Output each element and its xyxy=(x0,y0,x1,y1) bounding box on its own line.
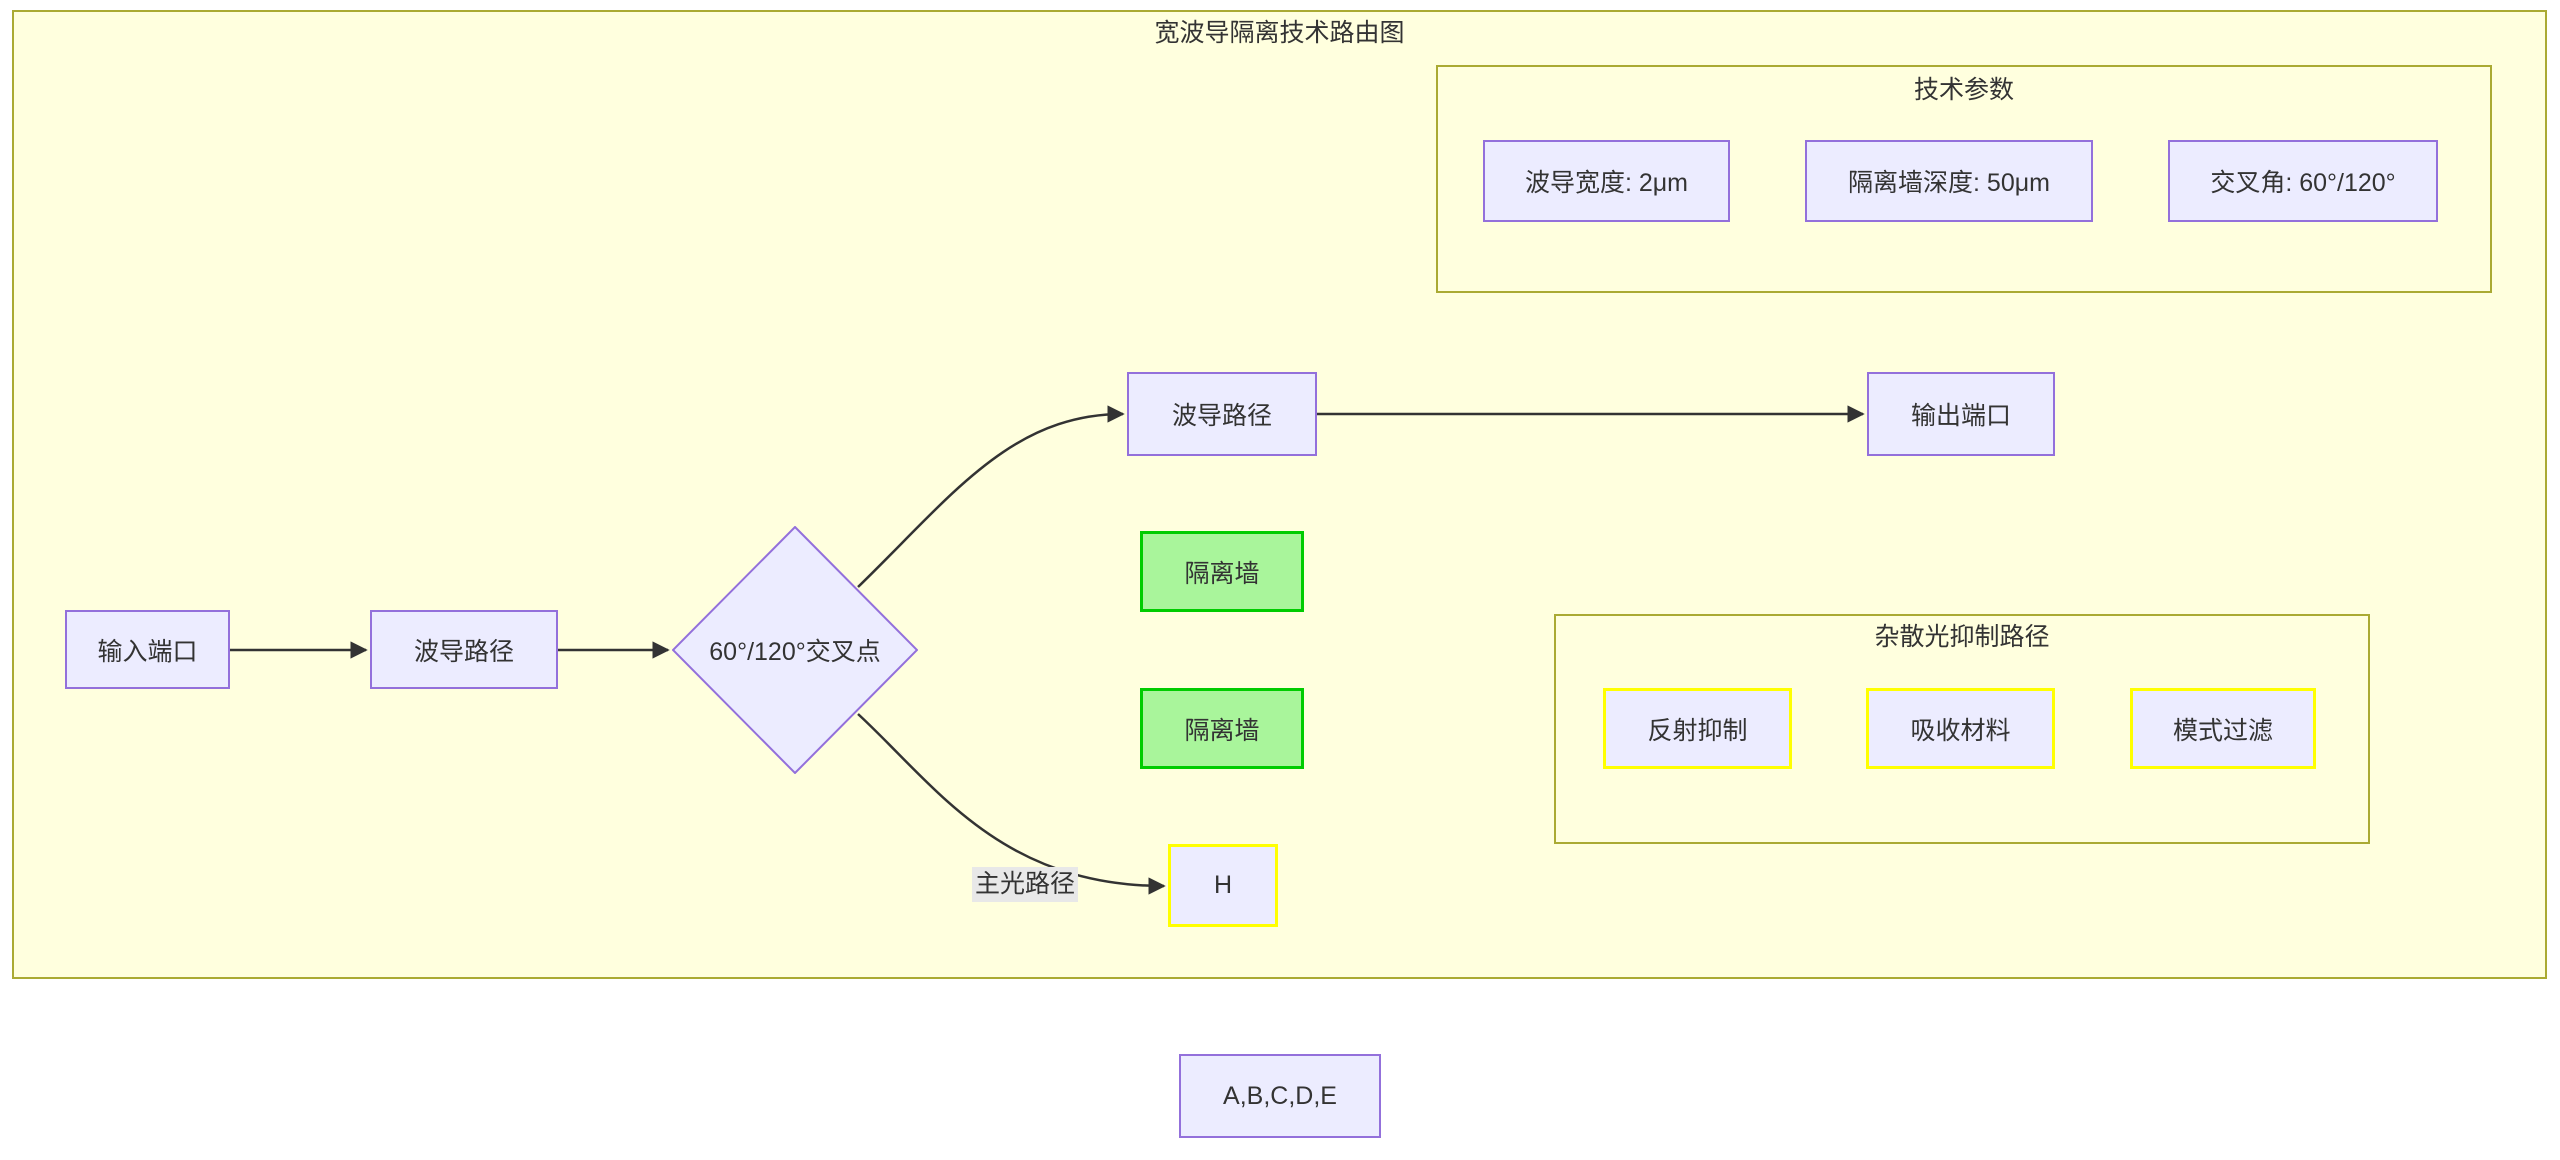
node-isolation-wall-2: 隔离墙 xyxy=(1140,688,1304,769)
node-abcde: A,B,C,D,E xyxy=(1179,1054,1381,1138)
subgraph-stray-light-title: 杂散光抑制路径 xyxy=(1874,623,2050,651)
node-waveguide-path-2: 波导路径 xyxy=(1127,372,1317,456)
edge-label-main-light-path: 主光路径 xyxy=(972,867,1079,902)
node-isolation-wall-1: 隔离墙 xyxy=(1140,531,1304,612)
node-reflection-suppression: 反射抑制 xyxy=(1603,688,1792,769)
diamond-shape xyxy=(672,526,918,774)
node-waveguide-width: 波导宽度: 2μm xyxy=(1483,140,1730,222)
node-h: H xyxy=(1168,844,1278,927)
node-input-port: 输入端口 xyxy=(65,610,230,689)
node-isolation-wall-depth: 隔离墙深度: 50μm xyxy=(1805,140,2093,222)
node-crossing-point-label: 60°/120°交叉点 xyxy=(709,638,881,666)
node-waveguide-path-1: 波导路径 xyxy=(370,610,558,689)
subgraph-tech-params-title: 技术参数 xyxy=(1913,76,2014,104)
diagram-title: 宽波导隔离技术路由图 xyxy=(1154,19,1405,47)
node-mode-filter: 模式过滤 xyxy=(2130,688,2316,769)
node-output-port: 输出端口 xyxy=(1867,372,2055,456)
node-crossing-angle: 交叉角: 60°/120° xyxy=(2168,140,2438,222)
node-absorbing-material: 吸收材料 xyxy=(1866,688,2055,769)
node-crossing-point: 60°/120°交叉点 xyxy=(672,526,918,774)
